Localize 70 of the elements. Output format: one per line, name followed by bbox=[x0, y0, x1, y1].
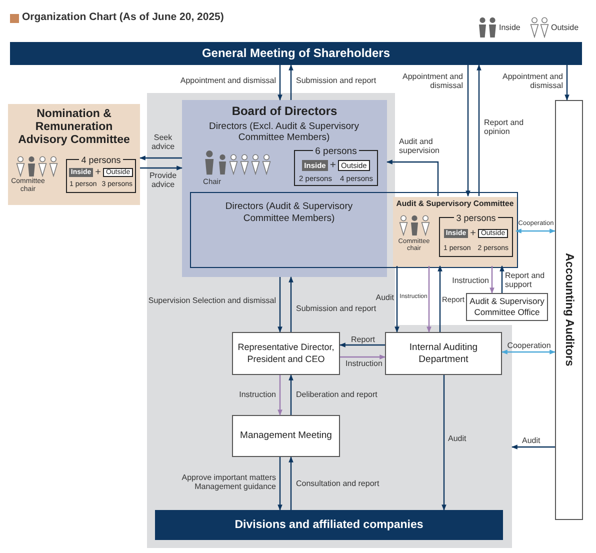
auditor-box: Accounting Auditors bbox=[555, 100, 583, 520]
plus-sign: + bbox=[95, 167, 101, 178]
edge-label: Appointment and dismissal bbox=[402, 72, 463, 90]
member-count: 3 persons bbox=[454, 213, 498, 223]
edge-label: Report and support bbox=[505, 271, 546, 290]
arrow bbox=[511, 444, 555, 450]
edge-label: Audit bbox=[522, 436, 542, 446]
edge-label: Instruction bbox=[238, 390, 276, 400]
arrow bbox=[394, 266, 400, 333]
edge-label: Instruction bbox=[451, 276, 489, 286]
arrow bbox=[426, 266, 432, 333]
arrow bbox=[438, 265, 442, 332]
edge-label: Audit bbox=[374, 293, 394, 302]
arrow bbox=[139, 156, 182, 160]
panel-heading: Board of Directors bbox=[230, 105, 338, 119]
process-box: Representative Director, President and CEO bbox=[232, 332, 340, 375]
legend-label: Inside bbox=[499, 23, 520, 32]
group-frame bbox=[190, 192, 518, 268]
edge-label: Supervision Selection and dismissal bbox=[147, 296, 276, 306]
process-box: Management Meeting bbox=[232, 415, 340, 457]
edge-label: Audit bbox=[448, 434, 468, 444]
panel-heading: Nomination & Remuneration Advisory Committee bbox=[17, 108, 131, 148]
footer-bar: Divisions and affiliated companies bbox=[155, 510, 503, 540]
arrow bbox=[288, 374, 294, 415]
arrow bbox=[501, 350, 556, 354]
header-bar: General Meeting of Shareholders bbox=[10, 42, 582, 65]
board-panel bbox=[182, 100, 387, 277]
legend-label: Outside bbox=[551, 23, 579, 32]
arrow bbox=[288, 64, 294, 100]
chart-title: Organization Chart (As of June 20, 2025) bbox=[22, 11, 224, 23]
office-box: Audit & Supervisory Committee Office bbox=[466, 293, 548, 321]
edge-label: Audit and supervision bbox=[399, 137, 440, 156]
process-box: Internal Auditing Department bbox=[385, 332, 502, 375]
arrow bbox=[339, 342, 385, 348]
arrow bbox=[466, 65, 470, 197]
box-title: Directors (Audit & Supervisory Committee Members) bbox=[224, 201, 354, 225]
arrow bbox=[490, 266, 494, 294]
arrow bbox=[278, 457, 282, 511]
arrow bbox=[278, 277, 282, 333]
committee-panel bbox=[8, 104, 140, 205]
edge-label: Deliberation and report bbox=[296, 390, 378, 400]
edge-label: Appointment and dismissal bbox=[179, 76, 276, 86]
arrow bbox=[442, 375, 446, 511]
committee-panel bbox=[393, 197, 517, 267]
edge-label: Approve important matters Management guidance bbox=[180, 473, 276, 492]
edge-label: Instruction bbox=[344, 359, 384, 368]
arrow bbox=[500, 265, 504, 293]
arrow bbox=[278, 375, 282, 416]
edge-label: Report bbox=[350, 335, 376, 344]
arrow bbox=[515, 228, 556, 234]
arrow bbox=[386, 160, 439, 196]
arrow bbox=[340, 354, 386, 360]
edge-label: Submission and report bbox=[296, 304, 378, 314]
plus-sign: + bbox=[470, 228, 476, 239]
edge-label: Consultation and report bbox=[296, 479, 380, 488]
edge-label: Seek advice bbox=[150, 133, 176, 152]
arrow bbox=[140, 166, 183, 170]
edge-label: Appointment and dismissal bbox=[502, 72, 563, 90]
arrow bbox=[278, 65, 282, 101]
panel-subheading: Directors (Excl. Audit & Supervisory Committee Members) bbox=[209, 121, 359, 144]
arrow bbox=[288, 456, 294, 510]
plus-sign: + bbox=[330, 159, 336, 171]
arrow bbox=[288, 276, 294, 332]
edge-label: Report and opinion bbox=[484, 118, 525, 136]
arrow bbox=[476, 64, 482, 196]
edge-label: Provide advice bbox=[148, 171, 178, 190]
member-count: 6 persons bbox=[313, 146, 359, 157]
arrow bbox=[564, 65, 570, 101]
edge-label: Cooperation bbox=[506, 341, 552, 350]
member-count: 4 persons bbox=[79, 155, 123, 165]
